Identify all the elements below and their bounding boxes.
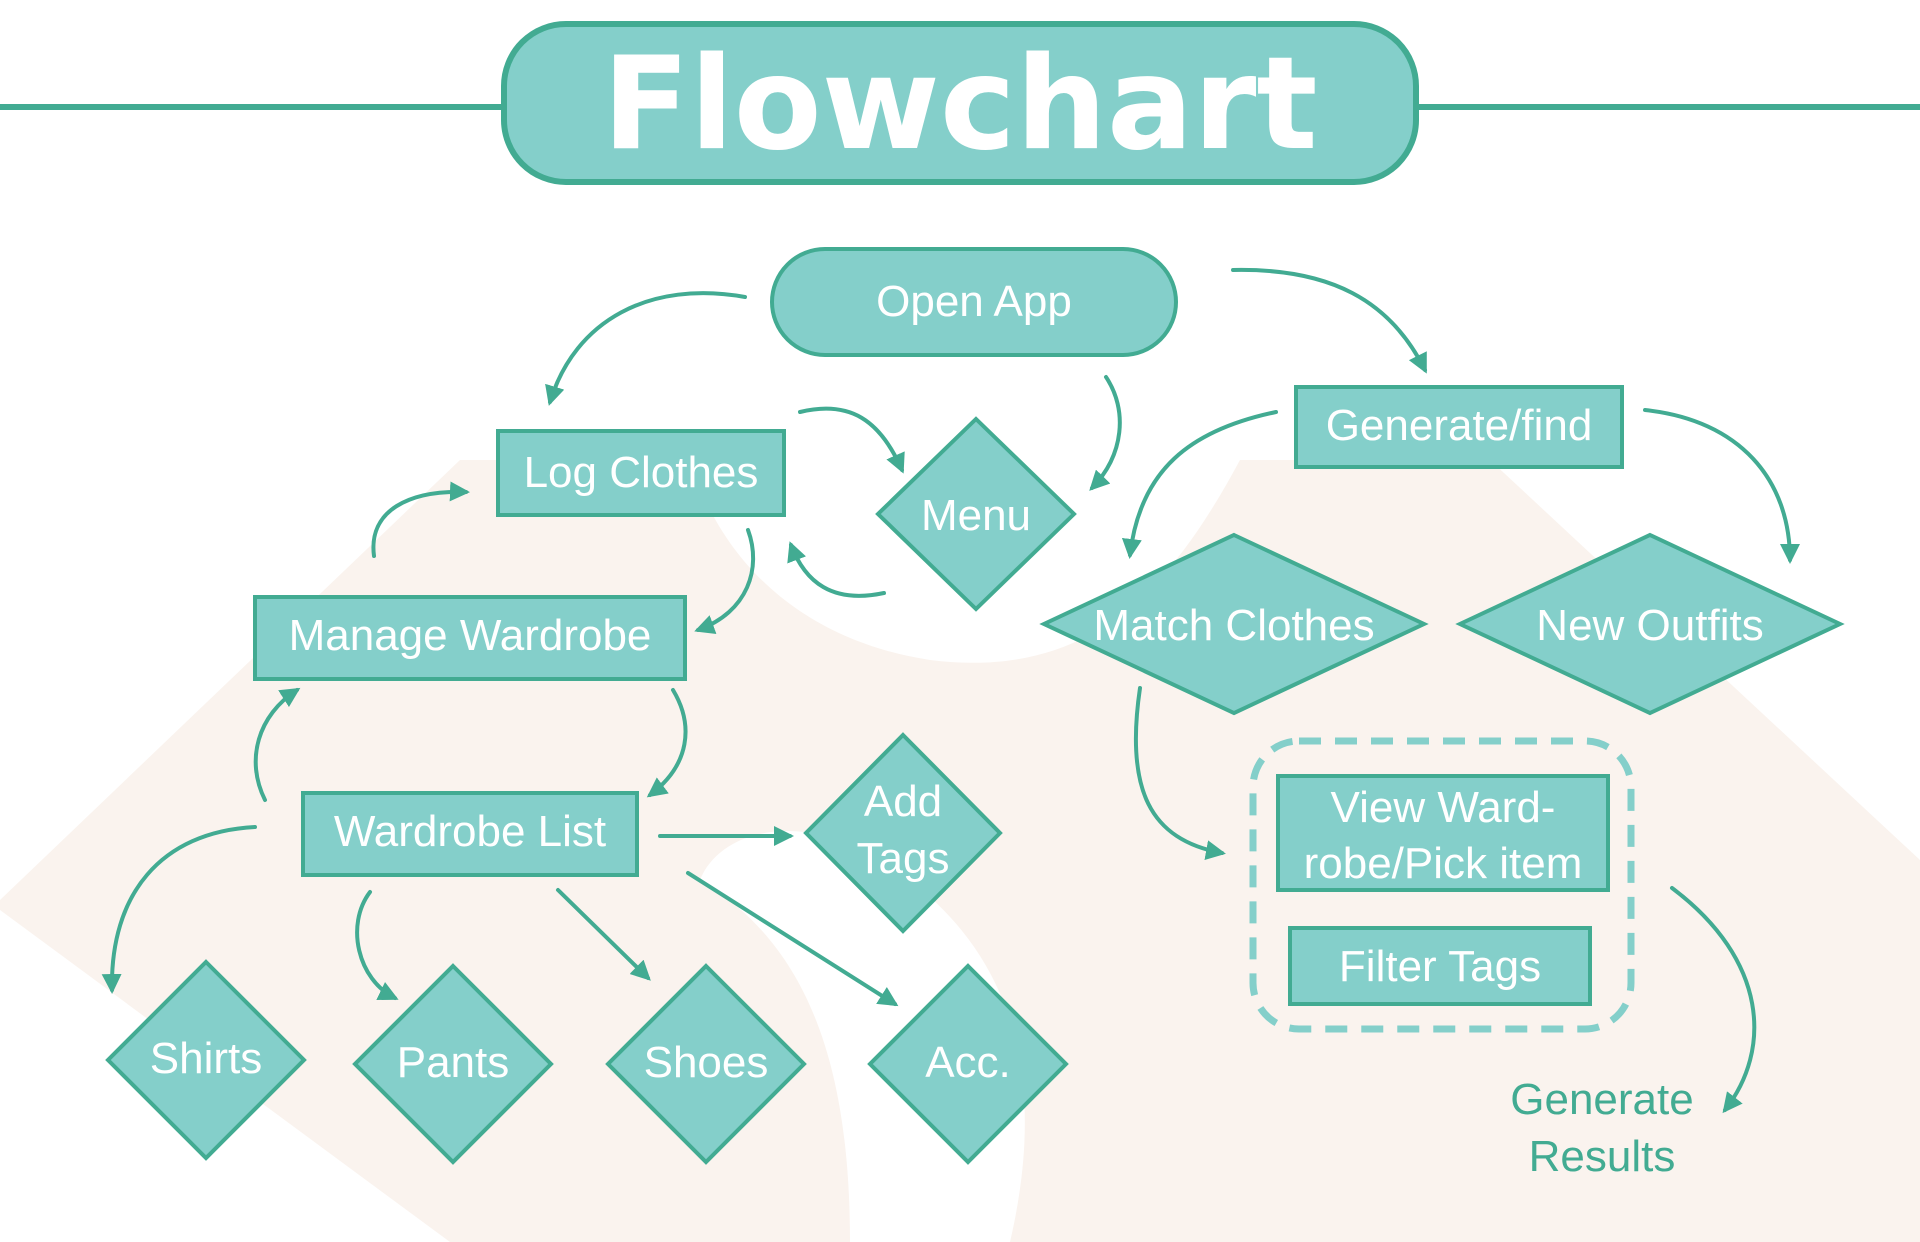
arrow-generate-find-to-new-outfits [1643, 408, 1800, 564]
node-label: Wardrobe List [334, 807, 606, 856]
connectors [101, 267, 1800, 1114]
title-pill [501, 21, 1419, 185]
arrow-open-app-to-menu [1089, 375, 1122, 491]
node-label: Shoes [644, 1038, 769, 1087]
node-manage-wardrobe: Manage Wardrobe [253, 595, 687, 681]
node-label: Log Clothes [524, 448, 759, 497]
page-title: Flowchart [602, 30, 1317, 179]
arrow-match-clothes-to-view-wardrobe [1133, 686, 1226, 860]
title-banner: Flowchart [0, 21, 1920, 185]
node-view-wardrobe: View Ward- robe/Pick item [1276, 774, 1610, 892]
node-label: New Outfits [1536, 601, 1763, 650]
node-label-line2: robe/Pick item [1304, 839, 1583, 888]
node-wardrobe-list: Wardrobe List [301, 791, 639, 877]
node-open-app: Open App [770, 247, 1178, 357]
node-label: Match Clothes [1093, 601, 1374, 650]
node-add-tags: Add Tags [803, 732, 1003, 934]
node-filter-tags: Filter Tags [1288, 926, 1592, 1006]
node-pants: Pants [352, 963, 554, 1165]
node-label-line1: Add [864, 777, 942, 826]
arrow-generate-find-to-match-clothes [1121, 410, 1278, 559]
node-label: Menu [921, 491, 1031, 540]
label-line2: Results [1529, 1132, 1676, 1181]
label-line1: Generate [1510, 1075, 1693, 1124]
node-label-line1: View Ward- [1331, 783, 1556, 832]
node-shirts: Shirts [105, 959, 307, 1161]
filter-group-border [1249, 737, 1635, 1033]
arrow-wardrobe-list-to-shoes [556, 888, 651, 981]
node-generate-find: Generate/find [1294, 385, 1624, 469]
node-new-outfits: New Outfits [1455, 532, 1845, 716]
arrow-log-clothes-to-menu [798, 406, 905, 474]
node-shoes: Shoes [605, 963, 807, 1165]
node-label: Manage Wardrobe [289, 611, 652, 660]
node-label: Shirts [150, 1034, 262, 1083]
node-label: Generate/find [1326, 401, 1593, 450]
arrow-open-app-to-generate-find [1231, 267, 1427, 374]
node-label: Filter Tags [1339, 942, 1541, 991]
node-acc: Acc. [867, 963, 1069, 1165]
arrow-filter-group-to-generate-results [1670, 886, 1757, 1114]
generate-results-label: Generate Results [1510, 1075, 1693, 1181]
arrow-open-app-to-log-clothes [545, 291, 747, 406]
arrow-wardrobe-list-to-manage-wardrobe [253, 687, 301, 802]
arrow-manage-wardrobe-to-wardrobe-list [646, 688, 688, 798]
node-label: Pants [397, 1038, 510, 1087]
arrow-manage-wardrobe-to-log-clothes [371, 481, 470, 558]
node-log-clothes: Log Clothes [496, 429, 786, 517]
filter-group [1249, 737, 1635, 1033]
node-label-line2: Tags [857, 834, 950, 883]
node-label: Acc. [925, 1038, 1011, 1087]
node-match-clothes: Match Clothes [1039, 532, 1429, 716]
arrow-menu-to-log-clothes [787, 541, 886, 598]
arrow-wardrobe-list-to-shirts [101, 825, 257, 994]
node-menu: Menu [875, 416, 1077, 612]
arrow-log-clothes-to-manage-wardrobe [694, 528, 756, 634]
arrow-wardrobe-list-to-pants [355, 890, 399, 1000]
arrow-wardrobe-list-to-acc [686, 871, 899, 1007]
node-label: Open App [876, 277, 1072, 326]
